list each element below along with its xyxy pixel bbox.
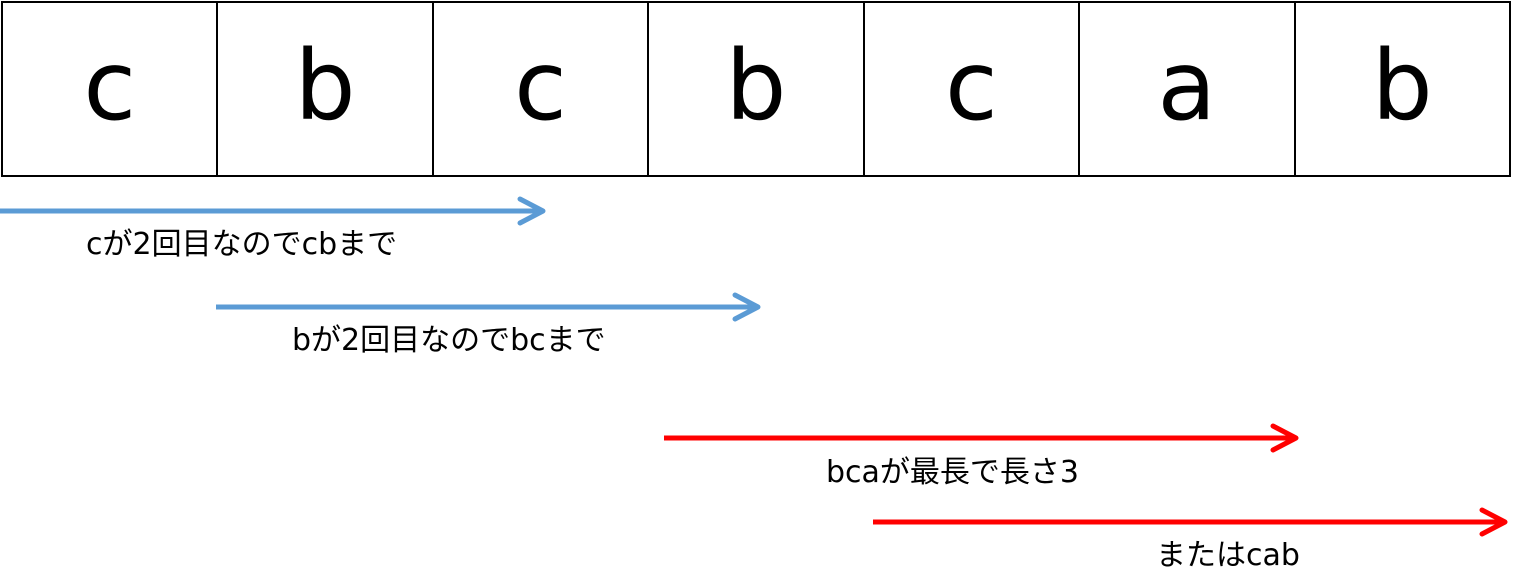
arrow-4-label: またはcab [1156,538,1300,573]
arrow-3 [664,423,1299,453]
arrow-4 [873,507,1508,537]
cell-0: c [83,30,137,142]
arrow-2-label: bが2回目なのでbcまで [292,323,606,358]
arrow-3-label: bcaが最長で長さ3 [826,455,1080,490]
arrow-2 [216,292,761,322]
cell-3: b [647,3,862,175]
character-row: c b c b c a b [1,1,1511,177]
arrow-1-label: cが2回目なのでcbまで [86,227,398,262]
cell-6: b [1293,3,1509,175]
cell-4: c [862,3,1078,175]
arrow-1 [0,196,546,226]
cell-2: c [431,3,647,175]
cell-1: b [216,3,431,175]
cell-5: a [1078,3,1293,175]
